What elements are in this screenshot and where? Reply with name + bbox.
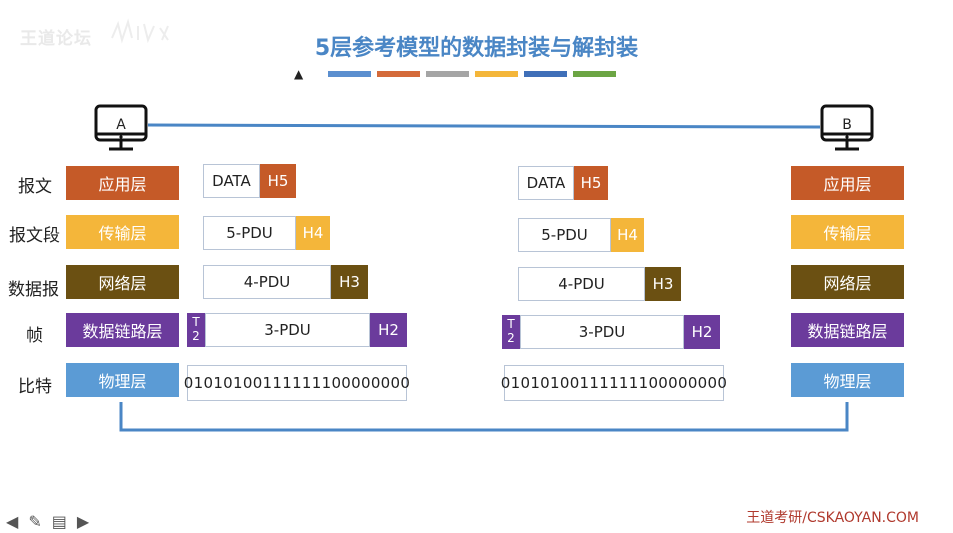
row-label-datagram: 数据报 (8, 280, 59, 300)
t2-bottom-b: 2 (507, 331, 515, 345)
brand-footer: 王道考研/CSKAOYAN.COM (746, 510, 919, 526)
arrow-left-icon[interactable]: ◀ (6, 512, 19, 531)
row-label-bit: 比特 (18, 377, 52, 397)
pdu3-box-b: 3-PDU (520, 315, 684, 349)
pdu3-box-a: 3-PDU (205, 313, 370, 347)
h5-header-b: H5 (574, 166, 608, 200)
title-bar-5 (524, 71, 567, 77)
watermark-logo: 王道论坛 (20, 29, 92, 49)
row-label-segment: 报文段 (9, 226, 60, 246)
computer-a-icon (94, 104, 148, 151)
h3-header-a: H3 (331, 265, 368, 299)
notes-icon[interactable]: ▤ (51, 512, 67, 531)
h4-header-b: H4 (611, 218, 644, 252)
h4-header-a: H4 (296, 216, 330, 250)
layer-transport-b: 传输层 (791, 215, 904, 249)
mouse-cursor-icon: ▲ (294, 67, 304, 81)
pdu5-box-a: 5-PDU (203, 216, 296, 250)
pen-icon[interactable]: ✎ (28, 512, 42, 531)
t2-trailer-a: T 2 (187, 313, 205, 347)
layer-datalink-b: 数据链路层 (791, 313, 904, 347)
layer-network-a: 网络层 (66, 265, 179, 299)
title-bar-6 (573, 71, 616, 77)
title-bar-2 (377, 71, 420, 77)
layer-physical-a: 物理层 (66, 363, 179, 397)
layer-datalink-a: 数据链路层 (66, 313, 179, 347)
page-title: 5层参考模型的数据封装与解封装 (314, 36, 639, 61)
title-bar-1 (328, 71, 371, 77)
arrow-right-icon[interactable]: ▶ (76, 512, 90, 531)
bitstream-a: 01010100111111100000000 (184, 365, 410, 401)
data-box-a: DATA (203, 164, 260, 198)
pdu5-box-b: 5-PDU (518, 218, 611, 252)
layer-network-b: 网络层 (791, 265, 904, 299)
h3-header-b: H3 (645, 267, 681, 301)
physical-link-line (119, 402, 849, 432)
bitstream-b: 01010100111111100000000 (501, 365, 727, 401)
title-bar-3 (426, 71, 469, 77)
layer-transport-a: 传输层 (66, 215, 179, 249)
data-box-b: DATA (518, 166, 574, 200)
h5-header-a: H5 (260, 164, 296, 198)
pdu4-box-b: 4-PDU (518, 267, 645, 301)
pdu4-box-a: 4-PDU (203, 265, 331, 299)
layer-physical-b: 物理层 (791, 363, 904, 397)
row-label-frame: 帧 (26, 326, 43, 346)
title-color-bars (328, 71, 616, 77)
h2-header-a: H2 (370, 313, 407, 347)
title-bar-4 (475, 71, 518, 77)
t2-top-b: T (507, 317, 515, 331)
host-b-label: B (842, 117, 852, 133)
t2-trailer-b: T 2 (502, 315, 520, 349)
layer-application-b: 应用层 (791, 166, 904, 200)
host-a-label: A (116, 117, 126, 133)
h2-header-b: H2 (684, 315, 720, 349)
top-link-line (147, 123, 821, 129)
row-label-message: 报文 (18, 177, 52, 197)
watermark-scribble (111, 18, 169, 44)
slide-toolbar: ◀ ✎ ▤ ▶ (6, 512, 89, 531)
t2-bottom-a: 2 (192, 329, 200, 343)
layer-application-a: 应用层 (66, 166, 179, 200)
t2-top-a: T (192, 315, 200, 329)
computer-b-icon (820, 104, 874, 151)
